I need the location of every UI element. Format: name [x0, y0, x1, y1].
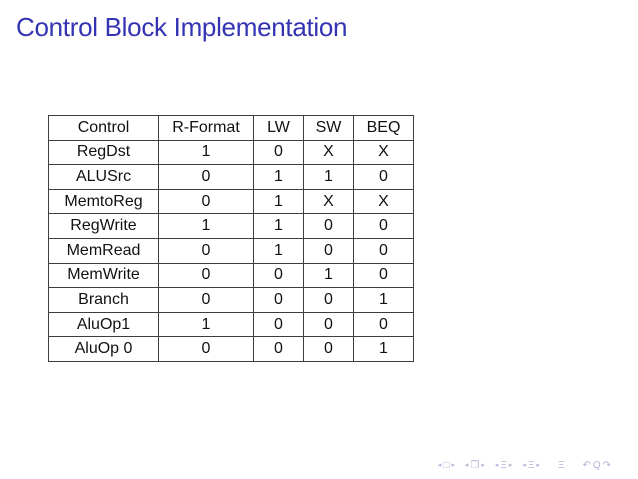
next-slide-icon[interactable]: ▸ [451, 461, 455, 469]
cell-value: 0 [303, 237, 354, 264]
forward-icon[interactable]: ↷ [602, 460, 611, 471]
subsection-icon[interactable]: Ξ [527, 460, 535, 471]
cell-value: 0 [253, 311, 304, 338]
col-header-sw: SW [303, 115, 354, 141]
subsection-nav-group: ◂ Ξ ▸ [521, 460, 541, 471]
table-row: Branch 0 0 0 1 [48, 287, 414, 313]
cell-value: 1 [253, 164, 304, 190]
table-row: MemWrite 0 0 1 0 [48, 262, 414, 289]
frame-icon[interactable]: □ [443, 460, 450, 471]
row-label: RegWrite [48, 213, 159, 239]
row-label: Branch [48, 287, 159, 313]
cell-value: 1 [253, 188, 304, 215]
slide-title: Control Block Implementation [16, 12, 348, 42]
cell-value: 1 [158, 311, 254, 338]
table-header-row: Control R-Format LW SW BEQ [48, 115, 414, 141]
cell-value: 0 [158, 237, 254, 264]
table-row: MemtoReg 0 1 X X [48, 188, 414, 215]
table-row: AluOp1 1 0 0 0 [48, 311, 414, 338]
table-row: RegDst 1 0 X X [48, 139, 414, 166]
table-row: ALUSrc 0 1 1 0 [48, 164, 414, 190]
next-subsection-icon[interactable]: ▸ [536, 461, 540, 469]
cell-value: 1 [353, 287, 414, 313]
prev-subsection-icon[interactable]: ◂ [522, 461, 526, 469]
back-icon[interactable]: ↶ [582, 460, 591, 471]
cell-value: 0 [303, 213, 354, 239]
col-header-beq: BEQ [353, 115, 414, 141]
cell-value: 0 [158, 287, 254, 313]
cell-value: 0 [158, 336, 254, 362]
row-label: RegDst [48, 139, 159, 166]
cell-value: 1 [353, 336, 414, 362]
table-row: AluOp 0 0 0 0 1 [48, 336, 414, 362]
cell-value: 0 [253, 287, 304, 313]
find-icon[interactable]: Q [592, 460, 601, 471]
prev-slide-icon[interactable]: ◂ [437, 461, 442, 469]
cell-value: 0 [353, 213, 414, 239]
cell-value: X [303, 139, 354, 166]
cell-value: 1 [253, 237, 304, 264]
row-label: ALUSrc [48, 164, 159, 190]
cell-value: 1 [303, 262, 354, 289]
prev-frame-icon[interactable]: ◂ [464, 461, 469, 469]
presentation-nav-group: Ξ [557, 460, 566, 471]
cell-value: 0 [253, 336, 304, 362]
frames-icon[interactable]: ❐ [470, 460, 480, 471]
cell-value: 0 [353, 237, 414, 264]
cell-value: 1 [303, 164, 354, 190]
frame-nav-group: ◂ ❐ ▸ [464, 460, 486, 471]
row-label: AluOp 0 [48, 336, 159, 362]
cell-value: X [303, 188, 354, 215]
cell-value: 0 [303, 287, 354, 313]
col-header-lw: LW [253, 115, 304, 141]
section-icon[interactable]: Ξ [500, 460, 507, 471]
row-label: MemRead [48, 237, 159, 264]
row-label: MemtoReg [48, 188, 159, 215]
cell-value: 1 [158, 139, 254, 166]
cell-value: 0 [158, 164, 254, 190]
cell-value: 1 [253, 213, 304, 239]
cell-value: 0 [303, 311, 354, 338]
cell-value: 0 [303, 336, 354, 362]
history-nav-group: ↶ Q ↷ [581, 460, 612, 471]
next-section-icon[interactable]: ▸ [508, 461, 513, 469]
cell-value: X [353, 188, 414, 215]
prev-section-icon[interactable]: ◂ [494, 461, 499, 469]
cell-value: 0 [353, 262, 414, 289]
row-label: MemWrite [48, 262, 159, 289]
control-signals-table: Control R-Format LW SW BEQ RegDst 1 0 X … [48, 115, 414, 362]
col-header-control: Control [48, 115, 159, 141]
row-label: AluOp1 [48, 311, 159, 338]
cell-value: 0 [158, 188, 254, 215]
section-nav-group: ◂ Ξ ▸ [494, 460, 514, 471]
cell-value: X [353, 139, 414, 166]
cell-value: 0 [253, 262, 304, 289]
cell-value: 0 [158, 262, 254, 289]
presentation-icon[interactable]: Ξ [557, 460, 565, 471]
cell-value: 1 [158, 213, 254, 239]
cell-value: 0 [253, 139, 304, 166]
table-row: RegWrite 1 1 0 0 [48, 213, 414, 239]
col-header-r-format: R-Format [158, 115, 254, 141]
slide-nav-group: ◂ □ ▸ [437, 460, 456, 471]
table-row: MemRead 0 1 0 0 [48, 237, 414, 264]
cell-value: 0 [353, 311, 414, 338]
cell-value: 0 [353, 164, 414, 190]
next-frame-icon[interactable]: ▸ [481, 461, 485, 469]
beamer-nav-bar: ◂ □ ▸ ◂ ❐ ▸ ◂ Ξ ▸ ◂ Ξ ▸ Ξ ↶ Q ↷ [437, 460, 612, 471]
